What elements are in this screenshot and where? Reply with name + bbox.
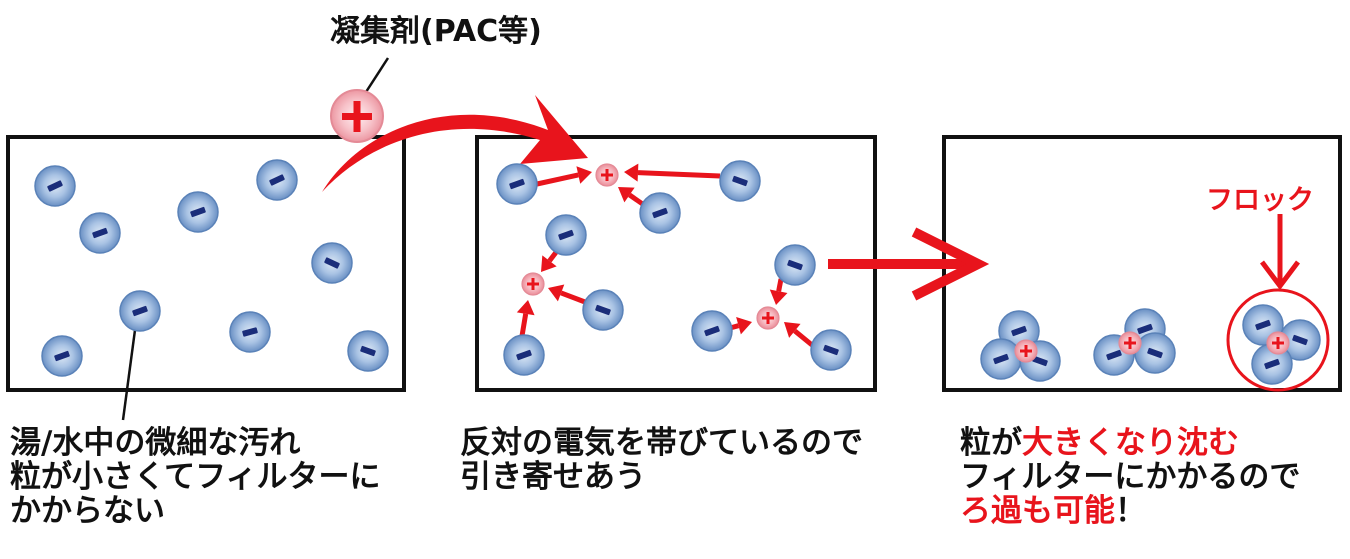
- negative-particle: [119, 290, 161, 332]
- attraction-arrow: [541, 249, 559, 272]
- coagulant-label: 凝集剤(PAC等): [330, 14, 542, 49]
- positive-cation: [756, 306, 780, 330]
- negative-particle: [41, 335, 83, 377]
- caption-floc-line-3-highlight: ろ過も可能: [960, 493, 1115, 529]
- positive-cation: [1266, 331, 1290, 355]
- negative-particle: [311, 242, 353, 284]
- attraction-arrow: [769, 278, 788, 305]
- negative-particle: [503, 334, 545, 376]
- attraction-arrow: [536, 166, 592, 187]
- caption-leader-line: [121, 329, 137, 421]
- cations-layer: [521, 163, 1290, 363]
- attraction-arrows: [516, 163, 814, 347]
- negative-particle: [229, 311, 271, 353]
- caption-floc-line-1: 粒が大きくなり沈む: [960, 426, 1300, 460]
- caption-before-line-1: 湯/水中の微細な汚れ: [10, 425, 301, 461]
- negative-particle: [719, 160, 761, 202]
- attraction-arrow: [618, 187, 646, 208]
- caption-before-line-2: 粒が小さくてフィルターに: [10, 459, 381, 495]
- coagulant-cation: [330, 89, 384, 143]
- negative-particle: [256, 159, 298, 201]
- attraction-arrow: [624, 163, 721, 182]
- caption-floc-line-2: フィルターにかかるので: [960, 459, 1301, 495]
- floc-label: フロック: [1206, 185, 1314, 216]
- floc-highlight-circle: [1226, 288, 1330, 392]
- caption-floc-line-3: ろ過も可能！: [960, 494, 1300, 528]
- negative-particle: [177, 191, 219, 233]
- floc-pointer-arrow: [1260, 214, 1300, 291]
- panel-box-before: [6, 135, 406, 392]
- caption-floc-line-1-highlight: 大きくなり沈む: [1022, 425, 1239, 461]
- caption-floc-line-1-normal: 粒が: [960, 425, 1022, 461]
- positive-cation: [521, 272, 545, 296]
- negative-particle: [34, 165, 76, 207]
- dosing-arrow: [322, 95, 588, 192]
- negative-particle: [79, 212, 121, 254]
- negative-particle: [639, 192, 681, 234]
- negative-particle: [980, 338, 1022, 380]
- negative-particle: [810, 329, 852, 371]
- attraction-arrow: [548, 284, 586, 305]
- transition-arrow: [828, 227, 990, 301]
- negative-particle: [774, 244, 816, 286]
- caption-attract-line-1: 反対の電気を帯びているので: [460, 425, 863, 461]
- positive-cation: [595, 163, 619, 187]
- negative-particle: [545, 214, 587, 256]
- negative-particle: [496, 163, 538, 205]
- coagulant-leader-line: [364, 57, 390, 93]
- negative-particle: [691, 310, 733, 352]
- caption-attract-line-2: 引き寄せあう: [460, 459, 646, 495]
- positive-cation: [1014, 339, 1038, 363]
- caption-floc: 粒が大きくなり沈む フィルターにかかるので ろ過も可能！: [960, 426, 1300, 528]
- attraction-arrow: [516, 300, 535, 337]
- attraction-arrow: [784, 322, 814, 347]
- caption-floc-line-3-normal: ！: [1115, 493, 1146, 529]
- caption-before: 湯/水中の微細な汚れ 粒が小さくてフィルターに かからない: [10, 426, 380, 528]
- caption-before-line-3: かからない: [10, 493, 165, 529]
- positive-cation: [1118, 331, 1142, 355]
- negative-particle: [347, 330, 389, 372]
- attraction-arrow: [729, 317, 752, 335]
- negative-particle: [582, 289, 624, 331]
- negative-particle: [1279, 319, 1321, 361]
- caption-attract: 反対の電気を帯びているので 引き寄せあう: [460, 426, 863, 494]
- negative-particle: [1134, 332, 1176, 374]
